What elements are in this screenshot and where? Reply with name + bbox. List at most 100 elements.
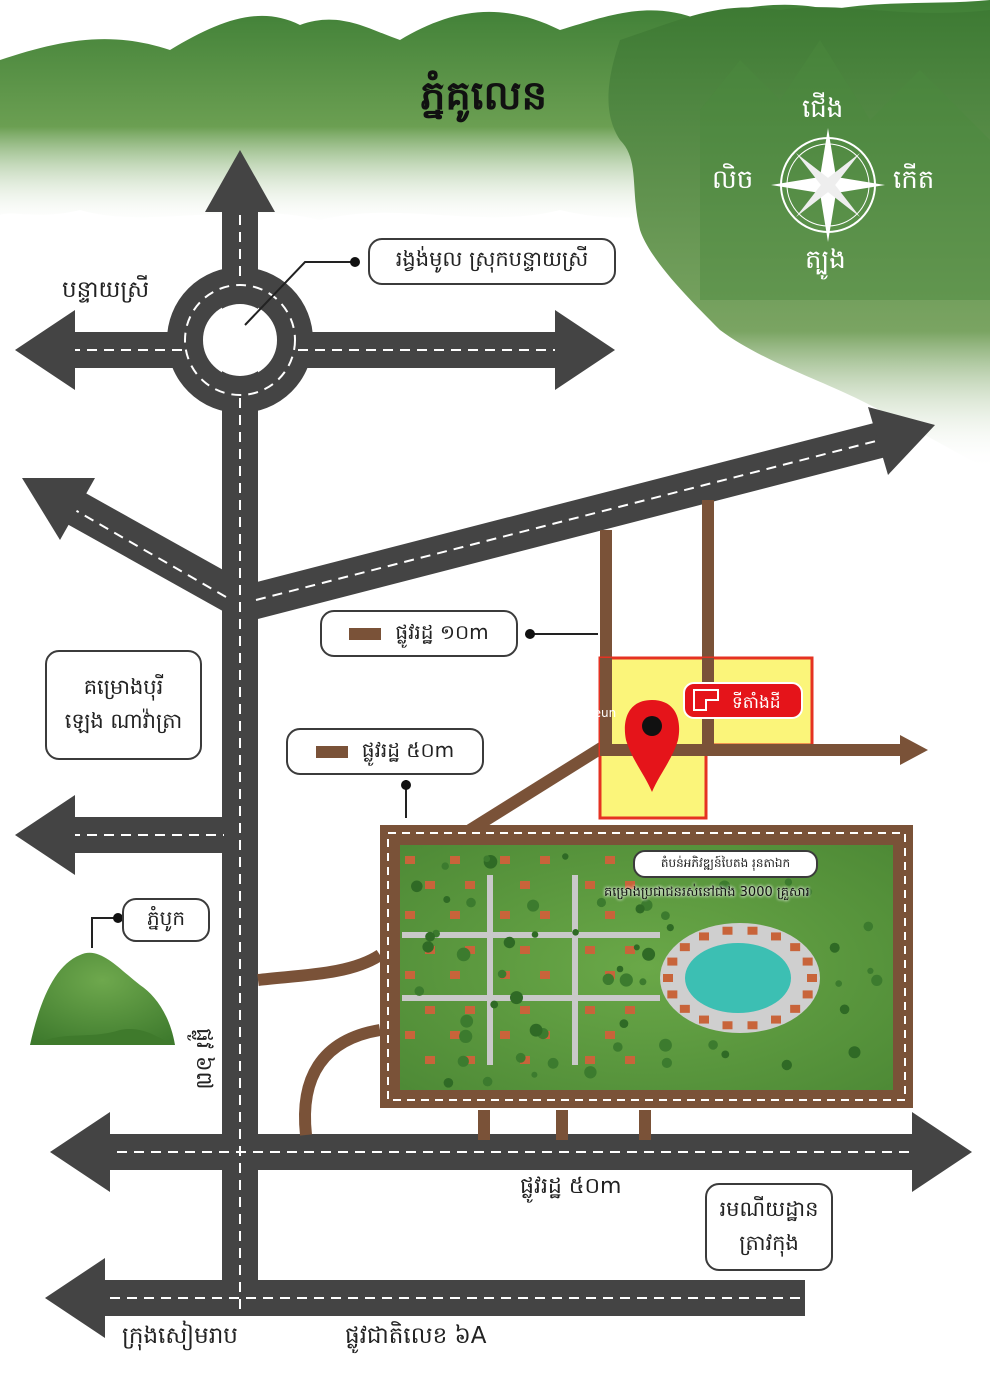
house-marker	[585, 946, 595, 954]
tree-marker	[490, 1000, 499, 1009]
tree-marker	[863, 921, 874, 932]
tree-marker	[708, 1040, 718, 1050]
tree-marker	[839, 1004, 850, 1015]
leader-dots	[113, 257, 535, 923]
tree-marker	[867, 967, 874, 975]
house-marker	[605, 856, 615, 864]
tree-marker	[639, 978, 647, 986]
house-marker	[605, 1031, 615, 1039]
tree-marker	[414, 986, 425, 996]
house-marker	[500, 1031, 510, 1039]
house-marker	[790, 1004, 801, 1013]
tree-marker	[411, 880, 423, 893]
house-marker	[699, 932, 709, 941]
house-marker	[500, 856, 510, 864]
tree-marker	[829, 942, 840, 953]
house-marker	[625, 881, 635, 889]
brown-road-swatch-icon	[315, 745, 348, 758]
house-marker	[790, 943, 801, 952]
housing-project-label: គម្រោងប្រជាជនរស់នៅជាង 3000 គ្រួសារ	[604, 885, 810, 900]
location-label: ទីតាំងដី	[732, 691, 781, 713]
tree-marker	[503, 936, 516, 949]
house-marker	[771, 932, 781, 941]
tree-marker	[721, 1050, 730, 1059]
military-base-label: រមណីយដ្ឋាន ត្រាវកុង	[705, 1183, 833, 1271]
tree-marker	[584, 1066, 597, 1079]
phnom-bok-hill	[30, 952, 175, 1045]
phnom-bok-label: ភ្នំបូក	[122, 898, 210, 942]
tree-marker	[718, 880, 731, 892]
house-marker	[722, 926, 733, 935]
house-marker	[625, 1056, 635, 1064]
house-marker	[625, 1006, 635, 1014]
map-title: ភ្នំគូលេន	[420, 73, 547, 119]
tree-marker	[515, 1052, 526, 1063]
house-marker	[802, 990, 813, 999]
house-marker	[465, 946, 475, 954]
house-marker	[450, 856, 460, 864]
watermark: soeun	[580, 706, 617, 720]
tree-marker	[619, 973, 633, 987]
road-50m-bottom-label: ផ្លូវរដ្ឋ ៥០m	[520, 1174, 622, 1199]
tree-marker	[661, 1057, 673, 1068]
tree-marker	[460, 1014, 474, 1028]
house-marker	[722, 1021, 733, 1030]
tree-marker	[529, 1023, 543, 1037]
tree-marker	[497, 969, 507, 979]
house-marker	[585, 881, 595, 889]
road-network	[60, 210, 930, 1316]
tree-marker	[781, 1059, 792, 1071]
tree-marker	[510, 991, 523, 1005]
house-marker	[450, 911, 460, 919]
house-marker	[450, 1031, 460, 1039]
house-markers	[405, 856, 817, 1064]
house-marker	[807, 974, 817, 982]
compass-rose-icon	[771, 128, 885, 242]
house-marker	[520, 881, 530, 889]
house-marker	[465, 1006, 475, 1014]
brown-road-arrow-icon	[900, 735, 928, 765]
house-marker	[625, 946, 635, 954]
location-pin-icon	[624, 700, 680, 792]
tree-marker	[596, 897, 607, 908]
road-arrowheads	[15, 150, 972, 1338]
house-marker	[679, 1004, 690, 1013]
house-marker	[667, 957, 678, 966]
house-marker	[450, 971, 460, 979]
tree-marker	[443, 1078, 454, 1088]
house-marker	[520, 946, 530, 954]
house-marker	[405, 1031, 415, 1039]
house-marker	[465, 881, 475, 889]
house-marker	[679, 943, 690, 952]
house-marker	[540, 856, 550, 864]
tree-marker	[784, 878, 793, 886]
leader-lines	[91, 261, 598, 948]
roundabout-label: រង្វង់មូល ស្រុកបន្ទាយស្រី	[368, 238, 616, 285]
tree-marker	[871, 974, 883, 987]
tree-marker	[425, 931, 435, 942]
tree-marker	[527, 899, 540, 912]
tree-marker	[422, 941, 434, 953]
tree-marker	[635, 904, 645, 914]
road-50m-top-label: ផ្លូវរដ្ឋ ៥០m	[361, 737, 455, 762]
tree-marker	[466, 897, 476, 908]
tree-marker	[642, 947, 656, 961]
house-marker	[405, 856, 415, 864]
road-50m-legend: ផ្លូវរដ្ឋ ៥០m	[286, 728, 484, 775]
road-center-dashes	[70, 215, 925, 1310]
tree-marker	[633, 944, 640, 951]
project-boreys-label: គម្រោងបុរី ឡេង ណាវ៉ាត្រា	[45, 650, 202, 760]
house-marker	[540, 971, 550, 979]
house-marker	[585, 1056, 595, 1064]
tree-marker	[441, 862, 449, 870]
tree-marker	[482, 1076, 493, 1087]
tree-marker	[457, 1055, 469, 1067]
house-marker	[667, 990, 678, 999]
house-marker	[605, 911, 615, 919]
house-marker	[405, 911, 415, 919]
tree-marker	[459, 1029, 473, 1043]
dev-zone-label: តំបន់អភិវឌ្ឍន៍បៃតង រុនតាឯក	[633, 850, 818, 878]
house-marker	[585, 1006, 595, 1014]
compass-west-label: លិច	[712, 165, 754, 195]
